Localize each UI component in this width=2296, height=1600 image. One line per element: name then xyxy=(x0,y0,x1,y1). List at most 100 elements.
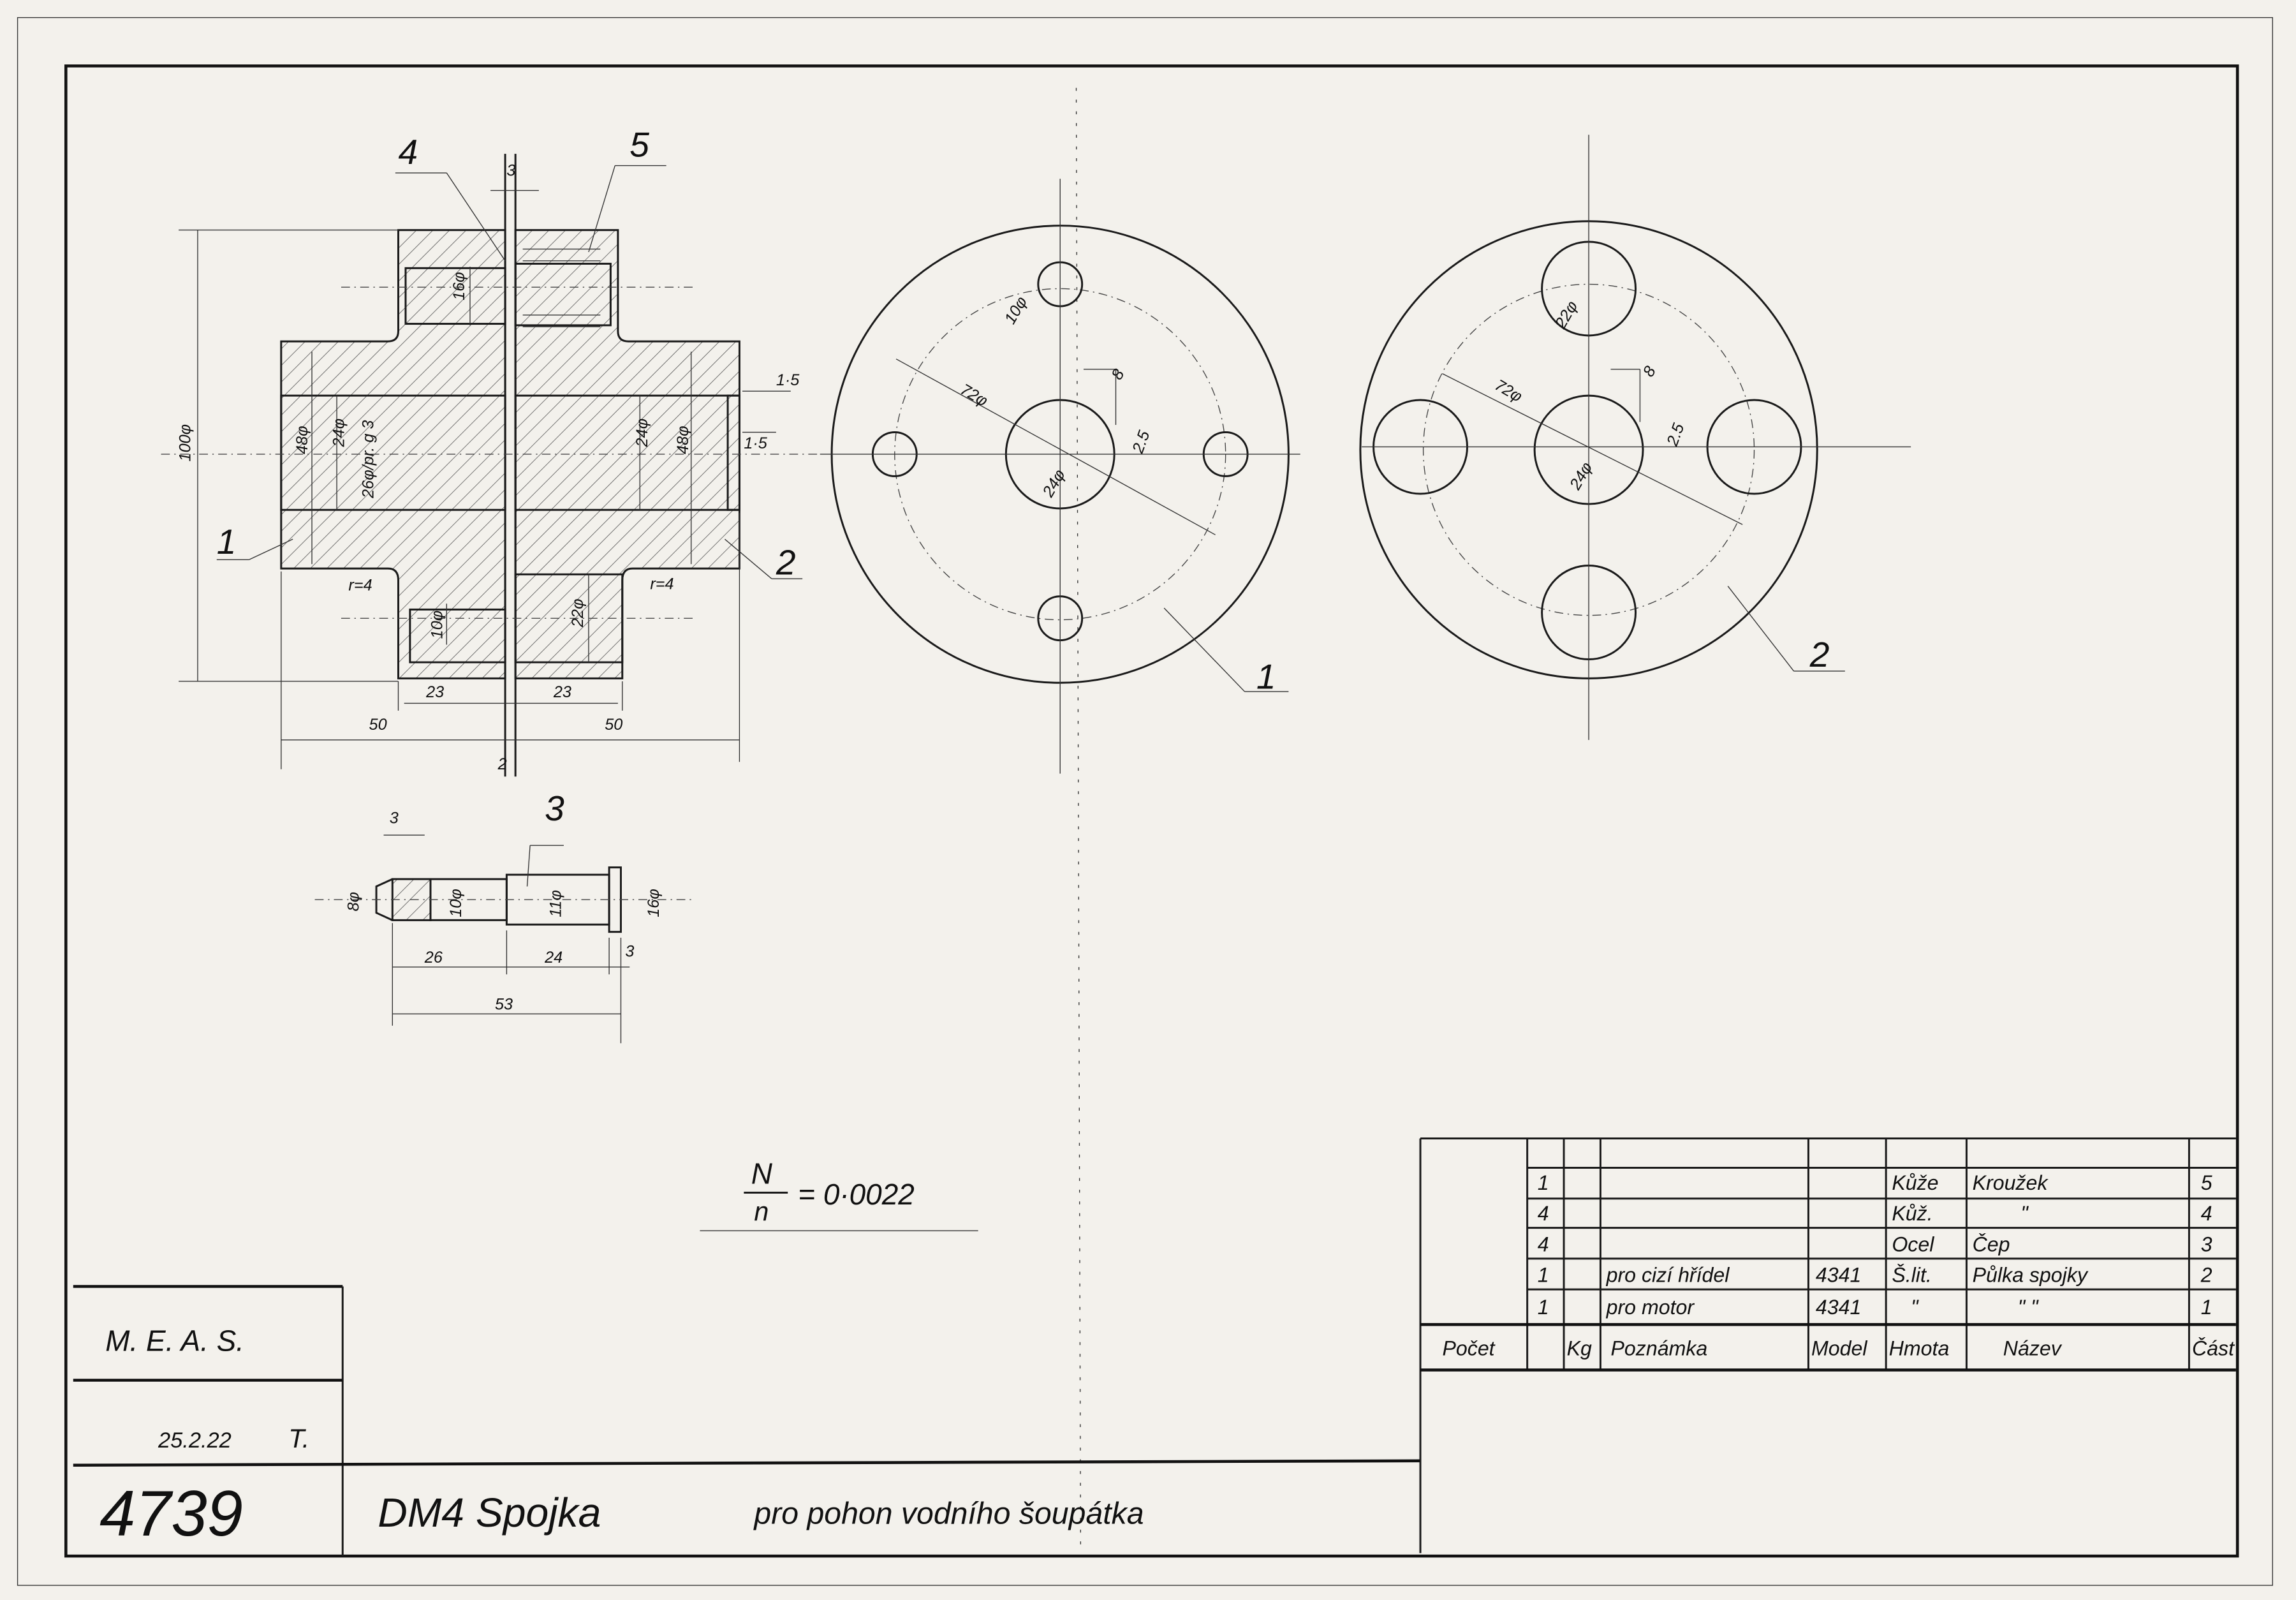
dim-flange-right: 23 xyxy=(553,683,571,701)
dim-radius-left: r=4 xyxy=(348,577,372,595)
cell-pocet: 4 xyxy=(1538,1233,1549,1256)
dim-bore-left: 24φ xyxy=(330,419,348,448)
cell-cast: 1 xyxy=(2201,1296,2212,1319)
dim-pin-d2: 10φ xyxy=(447,889,465,917)
end1-pcd: 72φ xyxy=(957,380,991,410)
title-block: M. E. A. S. 25.2.22 T. 4739 DM4 Spojka p… xyxy=(73,1285,1421,1557)
end2-key-width: 8 xyxy=(1640,363,1659,380)
dim-gap-bottom: 2 xyxy=(497,755,507,773)
end1-label: 1 xyxy=(1256,656,1276,696)
dim-hub-dia-right: 48φ xyxy=(674,426,692,454)
dim-chamfer-2: 1·5 xyxy=(744,434,767,452)
cell-hmota: " xyxy=(1911,1296,1919,1319)
dim-pin-l2: 24 xyxy=(544,949,563,967)
cell-cast: 4 xyxy=(2201,1202,2212,1225)
cell-model: 4341 xyxy=(1816,1296,1861,1319)
dim-pin-dia: 16φ xyxy=(450,272,468,300)
dim-hole-left: 10φ xyxy=(428,611,446,639)
cell-cast: 2 xyxy=(2200,1264,2212,1287)
dim-pin-d3: 11φ xyxy=(547,890,564,917)
cell-model: 4341 xyxy=(1816,1264,1861,1287)
drawing-subtitle: pro pohon vodního šoupátka xyxy=(753,1497,1144,1531)
header-poznamka: Poznámka xyxy=(1611,1337,1708,1359)
formula-denominator: n xyxy=(754,1197,769,1226)
end-view-1: 10φ 72φ 24φ 8 2.5 1 xyxy=(820,179,1300,774)
table-row: 1 Kůže Kroužek 5 xyxy=(1538,1171,2212,1194)
paper-edge xyxy=(17,17,2273,1586)
part-label-3: 3 xyxy=(545,789,564,828)
dim-hub-dia-left: 48φ xyxy=(293,426,311,454)
cell-hmota: Kůže xyxy=(1892,1171,1938,1194)
cell-pocet: 1 xyxy=(1538,1264,1549,1287)
formula-numerator: N xyxy=(751,1157,773,1190)
cell-pocet: 4 xyxy=(1538,1202,1549,1225)
part-label-5: 5 xyxy=(629,125,649,165)
drawer-signature: T. xyxy=(288,1424,309,1453)
table-row: 4 Kůž. " 4 xyxy=(1538,1202,2212,1225)
dim-pin-l3: 3 xyxy=(625,943,634,961)
company-name: M. E. A. S. xyxy=(105,1324,244,1358)
cell-nazev: Půlka spojky xyxy=(1973,1264,2089,1287)
table-header-row: Počet Kg Poznámka Model Hmota Název Část xyxy=(1442,1337,2235,1359)
cell-nazev: " xyxy=(2020,1202,2029,1225)
drawing-date: 25.2.22 xyxy=(158,1428,232,1453)
formula-value: = 0·0022 xyxy=(798,1178,914,1211)
section-view: 4 5 1 2 3 16φ 100φ 48φ 24φ 26φ/pr. g 3 2… xyxy=(161,125,820,777)
dim-bore-note: 26φ/pr. g 3 xyxy=(359,420,377,499)
parts-table: Počet Kg Poznámka Model Hmota Název Část… xyxy=(1419,1137,2236,1553)
part-label-2: 2 xyxy=(776,542,796,582)
cell-nazev: " " xyxy=(2018,1296,2039,1319)
end1-key-width: 8 xyxy=(1108,366,1128,383)
table-row: 1 pro motor 4341 " " " 1 xyxy=(1538,1296,2212,1319)
cell-nazev: Kroužek xyxy=(1973,1171,2049,1194)
cell-hmota: Ocel xyxy=(1892,1233,1934,1256)
end-view-2: 22φ 72φ 24φ 8 2.5 2 xyxy=(1359,135,1911,740)
part-label-4: 4 xyxy=(398,132,418,172)
drawing-number: 4739 xyxy=(99,1478,243,1550)
dim-bore-right: 24φ xyxy=(633,419,651,448)
part-label-1: 1 xyxy=(217,522,237,561)
power-speed-ratio: N n = 0·0022 xyxy=(700,1157,978,1231)
drawing-title: DM4 Spojka xyxy=(378,1490,601,1536)
cell-pocet: 1 xyxy=(1538,1296,1549,1319)
header-model: Model xyxy=(1811,1337,1867,1359)
dim-pin-head: 3 xyxy=(390,810,399,827)
cell-nazev: Čep xyxy=(1973,1233,2010,1256)
header-pocet: Počet xyxy=(1442,1337,1496,1359)
cell-poznamka: pro motor xyxy=(1606,1296,1695,1319)
drawing-frame xyxy=(64,64,2239,1558)
dim-flange-left: 23 xyxy=(425,683,444,701)
header-nazev: Název xyxy=(2003,1337,2063,1359)
dim-gap-top: 3 xyxy=(506,162,515,180)
table-row: 1 pro cizí hřídel 4341 Š.lit. Půlka spoj… xyxy=(1538,1264,2212,1287)
table-row: 4 Ocel Čep 3 xyxy=(1538,1233,2212,1256)
pin-view: 3 3 8φ 10φ 11φ 16φ 26 24 3 53 xyxy=(314,789,696,1044)
cell-cast: 3 xyxy=(2201,1233,2212,1256)
end2-bore: 24φ xyxy=(1566,459,1596,493)
end2-hole-dia: 22φ xyxy=(1551,298,1581,332)
cell-cast: 5 xyxy=(2201,1171,2212,1194)
end1-hole-dia: 10φ xyxy=(1001,293,1031,327)
fold-line xyxy=(1075,87,1082,1553)
header-cast: Část xyxy=(2192,1337,2235,1359)
cell-hmota: Š.lit. xyxy=(1892,1264,1931,1287)
dim-radius-right: r=4 xyxy=(650,575,673,593)
dim-pin-d1: 8φ xyxy=(345,892,363,912)
cell-pocet: 1 xyxy=(1538,1171,1549,1194)
dim-chamfer-1: 1·5 xyxy=(776,371,800,389)
dim-pin-d4: 16φ xyxy=(645,889,663,917)
header-hmota: Hmota xyxy=(1889,1337,1950,1359)
cell-hmota: Kůž. xyxy=(1892,1202,1932,1225)
cell-poznamka: pro cizí hřídel xyxy=(1606,1264,1730,1287)
dim-pin-l1: 26 xyxy=(424,949,443,967)
dim-hole-right: 22φ xyxy=(569,598,587,628)
end2-key-depth: 2.5 xyxy=(1663,420,1688,448)
dim-len-right: 50 xyxy=(605,716,622,734)
dim-len-left: 50 xyxy=(369,716,387,734)
end2-label: 2 xyxy=(1809,635,1830,674)
dim-overall-dia: 100φ xyxy=(176,424,194,462)
end1-bore: 24φ xyxy=(1039,466,1069,500)
dim-pin-total: 53 xyxy=(495,995,513,1013)
end1-key-depth: 2.5 xyxy=(1129,428,1154,456)
